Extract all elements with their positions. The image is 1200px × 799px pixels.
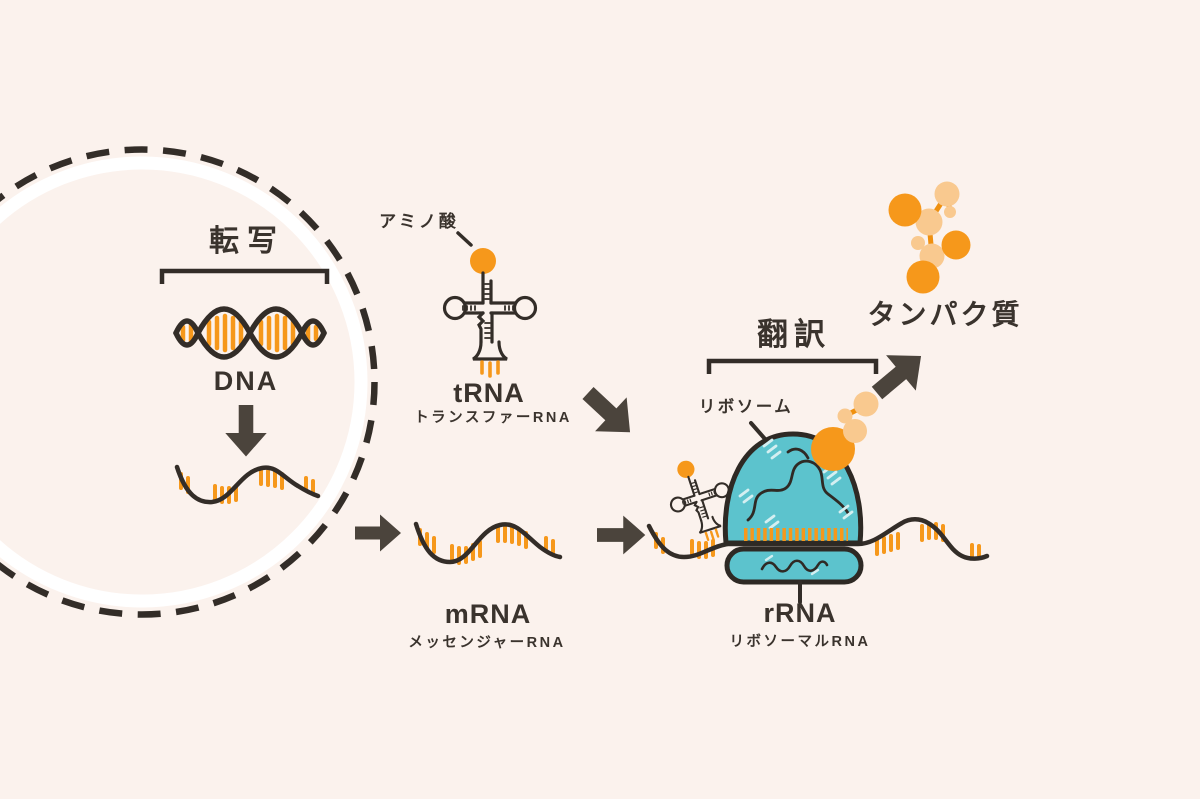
rrna-title: rRNA (763, 598, 837, 628)
transcription-bracket (159, 268, 330, 284)
trna-to-ribosome-arrow-icon (572, 376, 646, 450)
trna-title: tRNA (453, 378, 525, 408)
mrna-subtitle: メッセンジャーRNA (408, 635, 566, 651)
translation-bracket (706, 358, 879, 374)
ribosome-label: リボソーム (698, 398, 794, 416)
ribosome-pointer-line (749, 421, 767, 441)
dna-helix-icon (173, 306, 327, 360)
translation-label: 翻訳 (757, 317, 831, 352)
trna-subtitle: トランスファーRNA (414, 410, 572, 426)
amino-acid-label: アミノ酸 (379, 212, 459, 231)
ribosome-mrna-icon (646, 517, 990, 561)
mrna-icon (413, 521, 563, 565)
amino-acid-pointer-line (456, 231, 473, 247)
ribosome-small-subunit (724, 546, 864, 585)
trna-icon (442, 246, 538, 378)
mrna-export-arrow-icon (355, 514, 401, 552)
transcription-label: 転写 (209, 225, 285, 258)
rrna-squiggle (746, 447, 850, 522)
dna-label: DNA (213, 366, 279, 396)
nucleus-membrane-icon (0, 146, 378, 618)
protein-label: タンパク質 (867, 299, 1023, 330)
protein-molecule-icon (888, 181, 971, 294)
transcription-arrow-icon (225, 405, 267, 457)
highlight-hatches (738, 438, 854, 530)
nuclear-mrna-icon (174, 464, 321, 505)
mrna-to-ribosome-arrow-icon (597, 515, 646, 555)
peptide-chain-icon (811, 391, 879, 471)
rrna-subtitle: リボソーマルRNA (729, 634, 871, 650)
mrna-title: mRNA (444, 599, 532, 629)
